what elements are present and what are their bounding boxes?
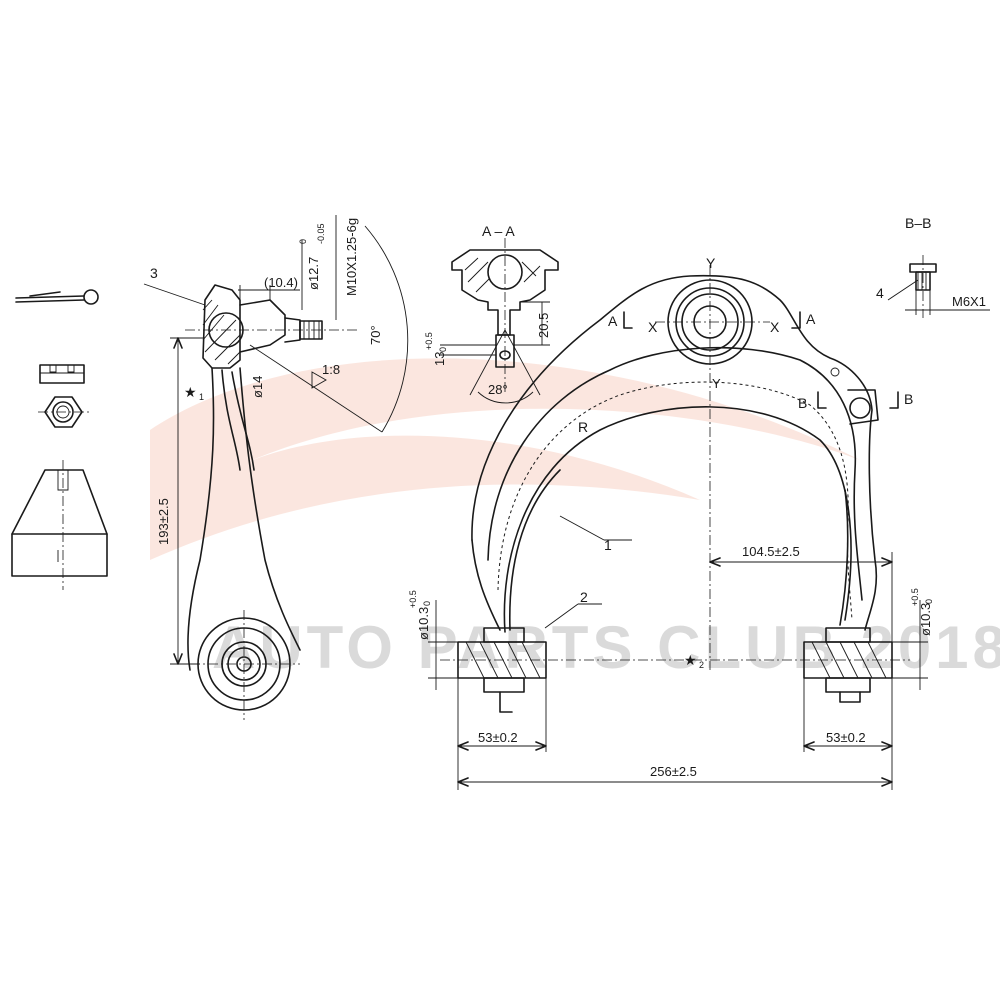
star-marker-2-sub: 2: [699, 660, 704, 670]
dim-bushing-bore-right-tol-upper: +0.5: [910, 588, 920, 606]
dim-bushing-bore-left: ø10.3: [416, 607, 431, 640]
section-label-b-b: B–B: [905, 215, 931, 231]
dim-bushing-bore-right: ø10.3: [918, 603, 933, 636]
dim-pin-hole-tol-upper: +0.5: [424, 332, 434, 350]
part-number-2: 2: [580, 589, 588, 605]
dim-taper: 1:8: [322, 362, 340, 377]
castle-nut-side-drawing: [39, 364, 85, 384]
watermark-swoosh: [150, 358, 860, 560]
dim-bolt-thread: M6X1: [952, 294, 986, 309]
side-view-arm: 193±2.5 3 ★ 1 (10.4) ø12.7 0 -0.05 M10X1…: [143, 215, 409, 720]
part-number-4: 4: [876, 285, 884, 301]
dim-ball-offset: (10.4): [264, 275, 298, 290]
star-marker-2: ★: [684, 652, 697, 668]
dust-boot-drawing: [11, 460, 108, 590]
dim-bushing-bore-left-tol-upper: +0.5: [408, 590, 418, 608]
section-label-a-a: A – A: [482, 223, 515, 239]
dim-stud-diameter-tol-upper: 0: [298, 239, 308, 244]
dim-stud-diameter: ø12.7: [306, 257, 321, 290]
dim-offset: 104.5±2.5: [742, 544, 800, 559]
section-a-a-view: A – A 20.5 13 +0.5 0 28°: [424, 223, 559, 404]
dim-stud-length: 20.5: [536, 313, 551, 338]
dim-bushing-length-left: 53±0.2: [478, 730, 518, 745]
cotter-pin-drawing: [15, 289, 99, 305]
dim-pin-hole: 13: [432, 352, 447, 366]
castle-nut-top-drawing: [38, 396, 90, 428]
star-marker-1: ★: [184, 384, 197, 400]
dim-overall-height: 193±2.5: [156, 498, 171, 545]
star-marker-1-sub: 1: [199, 392, 204, 402]
section-mark-a-left: A: [608, 313, 618, 329]
dim-thread: M10X1.25-6g: [344, 218, 359, 296]
dim-stud-diameter-tol-lower: -0.05: [316, 223, 326, 244]
watermark: AUTO PARTS CLUB 2018: [150, 358, 1000, 681]
dim-bushing-bore-left-tol-lower: 0: [422, 601, 432, 606]
axis-label-x-right: X: [770, 319, 780, 335]
axis-label-y-mid: Y: [712, 376, 721, 391]
dim-pin-hole-tol-lower: 0: [438, 347, 448, 352]
dim-angle-28: 28°: [488, 382, 508, 397]
dim-bushing-length-right: 53±0.2: [826, 730, 866, 745]
axis-label-y-top: Y: [706, 255, 716, 271]
axis-label-x-left: X: [648, 319, 658, 335]
dim-angle-70: 70°: [368, 325, 383, 345]
top-view-arm: Y Y X X A A B B R 1 2: [408, 255, 934, 790]
part-number-1: 1: [604, 537, 612, 553]
section-mark-a-right: A: [806, 311, 816, 327]
dim-bushing-bore-right-tol-lower: 0: [924, 599, 934, 604]
section-b-b-view: B–B M6X1 4: [876, 215, 990, 318]
section-mark-b-left: B: [798, 395, 807, 411]
part-number-3: 3: [150, 265, 158, 281]
dim-bushing-span: 256±2.5: [650, 764, 697, 779]
radius-label: R: [578, 419, 588, 435]
dim-neck-diameter: ø14: [250, 376, 265, 398]
watermark-text: AUTO PARTS CLUB 2018: [212, 614, 1000, 681]
section-mark-b-right: B: [904, 391, 913, 407]
